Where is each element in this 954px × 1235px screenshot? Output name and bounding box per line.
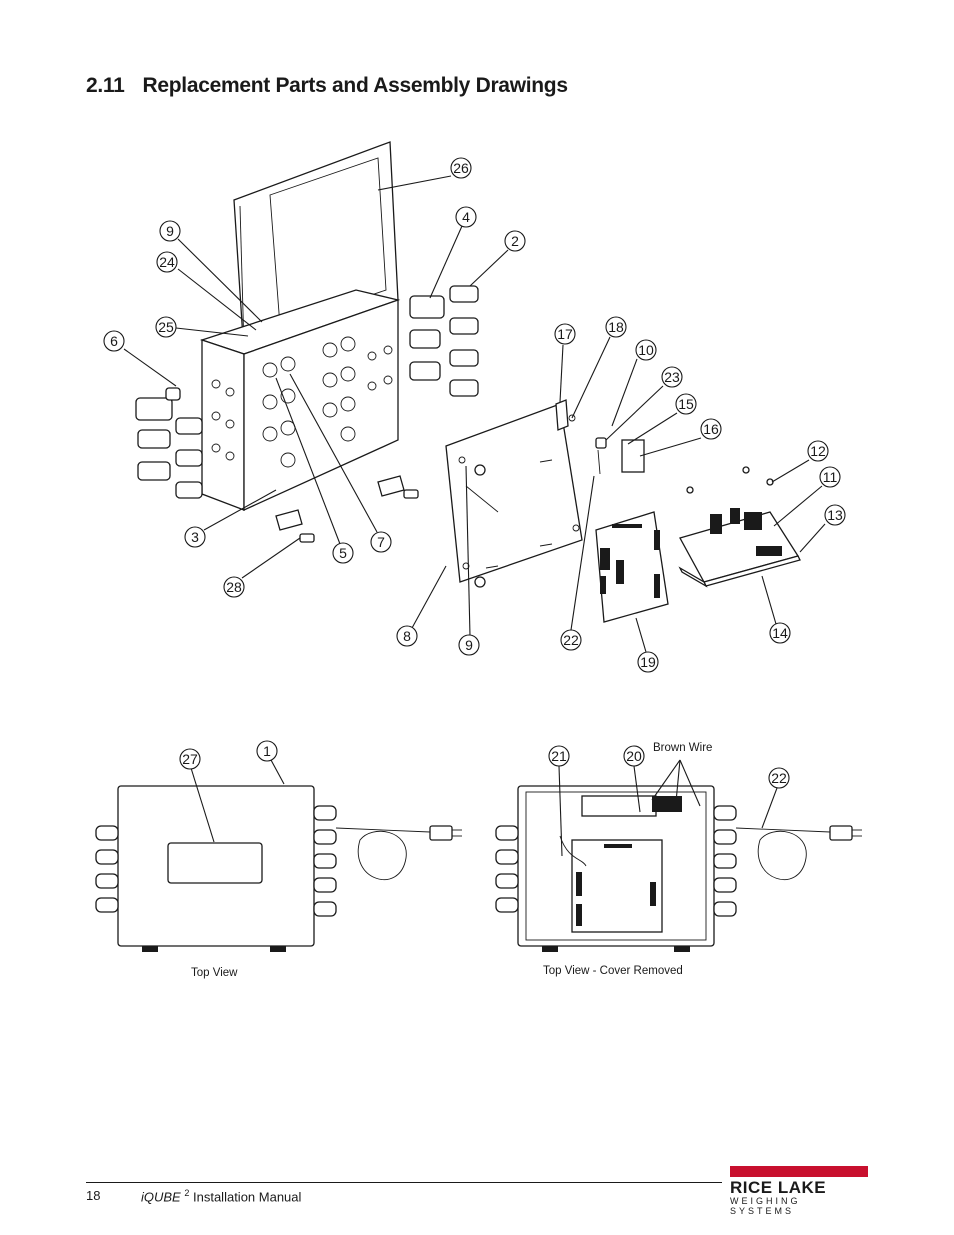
callout-22-lower: 22: [768, 767, 790, 789]
top-view-cover-removed: [495, 785, 862, 952]
svg-text:20: 20: [626, 748, 642, 764]
callout-7: 7: [370, 531, 392, 553]
svg-text:19: 19: [640, 654, 656, 670]
callout-19: 19: [637, 651, 659, 673]
callout-16: 16: [700, 418, 722, 440]
svg-text:13: 13: [827, 507, 843, 523]
callout-26: 26: [450, 157, 472, 179]
section-heading: 2.11 Replacement Parts and Assembly Drawi…: [86, 74, 568, 98]
svg-text:4: 4: [462, 209, 470, 225]
section-number: 2.11: [86, 74, 125, 97]
enclosure-box: [199, 289, 401, 512]
cord-grips-left: [135, 387, 203, 499]
svg-text:9: 9: [465, 637, 473, 653]
svg-text:15: 15: [678, 396, 694, 412]
main-board: [595, 511, 669, 623]
svg-text:3: 3: [191, 529, 199, 545]
callout-27: 27: [179, 748, 201, 770]
svg-text:16: 16: [703, 421, 719, 437]
power-supply: [678, 466, 801, 588]
callout-20: 20: [623, 745, 645, 767]
terminal-block: [595, 437, 645, 475]
footer-rule: [86, 1182, 722, 1183]
cord-grips-right: [409, 285, 479, 397]
logo-tagline: WEIGHING SYSTEMS: [730, 1196, 801, 1216]
svg-text:27: 27: [182, 751, 198, 767]
svg-text:5: 5: [339, 545, 347, 561]
callout-9-lower: 9: [458, 634, 480, 656]
callout-4: 4: [455, 206, 477, 228]
callout-25: 25: [155, 316, 177, 338]
callout-17: 17: [554, 323, 576, 345]
svg-text:11: 11: [823, 469, 838, 485]
svg-text:2: 2: [511, 233, 519, 249]
mounting-brackets: [275, 475, 419, 543]
document-title: iQUBE 2 Installation Manual: [141, 1188, 301, 1204]
callout-21: 21: [548, 745, 570, 767]
svg-text:23: 23: [664, 369, 680, 385]
callout-18: 18: [605, 316, 627, 338]
caption-top-view: Top View: [191, 967, 238, 979]
svg-text:17: 17: [557, 326, 573, 342]
product-name: iQUBE: [141, 1189, 181, 1205]
callout-11: 11: [819, 466, 841, 488]
product-superscript: 2: [184, 1188, 190, 1198]
logo-brand: RICE LAKE: [730, 1178, 827, 1197]
callout-28: 28: [223, 576, 245, 598]
label-brown-wire: Brown Wire: [653, 742, 712, 754]
svg-text:18: 18: [608, 319, 624, 335]
rice-lake-logo: RICE LAKE WEIGHING SYSTEMS: [730, 1166, 868, 1216]
svg-text:25: 25: [158, 319, 174, 335]
svg-text:22: 22: [563, 632, 579, 648]
callout-23: 23: [661, 366, 683, 388]
logo-bar: [730, 1166, 868, 1177]
svg-text:7: 7: [377, 534, 385, 550]
callout-24: 24: [156, 251, 178, 273]
svg-text:12: 12: [810, 443, 826, 459]
callout-8: 8: [396, 625, 418, 647]
callout-13: 13: [824, 504, 846, 526]
callout-2: 2: [504, 230, 526, 252]
svg-text:28: 28: [226, 579, 242, 595]
callout-6: 6: [103, 330, 125, 352]
manual-name: Installation Manual: [193, 1189, 302, 1205]
callout-3: 3: [184, 526, 206, 548]
svg-text:26: 26: [453, 160, 469, 176]
svg-text:14: 14: [772, 625, 788, 641]
svg-text:8: 8: [403, 628, 411, 644]
page-number: 18: [86, 1188, 101, 1203]
svg-text:10: 10: [638, 342, 654, 358]
leader-lines: [123, 175, 826, 653]
caption-top-view-cover-removed: Top View - Cover Removed: [543, 965, 683, 977]
backplate: [445, 399, 583, 588]
callout-10: 10: [635, 339, 657, 361]
svg-text:24: 24: [159, 254, 175, 270]
svg-text:6: 6: [110, 333, 118, 349]
top-view-enclosure: [95, 785, 462, 952]
svg-text:9: 9: [166, 223, 174, 239]
section-title: Replacement Parts and Assembly Drawings: [142, 74, 568, 97]
leader-lines-lower: [190, 759, 778, 857]
callout-5: 5: [332, 542, 354, 564]
callout-12: 12: [807, 440, 829, 462]
svg-text:21: 21: [551, 748, 567, 764]
callout-9-upper: 9: [159, 220, 181, 242]
callout-1: 1: [256, 740, 278, 762]
callout-15: 15: [675, 393, 697, 415]
callout-22-upper: 22: [560, 629, 582, 651]
svg-text:1: 1: [263, 743, 271, 759]
svg-text:22: 22: [771, 770, 787, 786]
callout-14: 14: [769, 622, 791, 644]
